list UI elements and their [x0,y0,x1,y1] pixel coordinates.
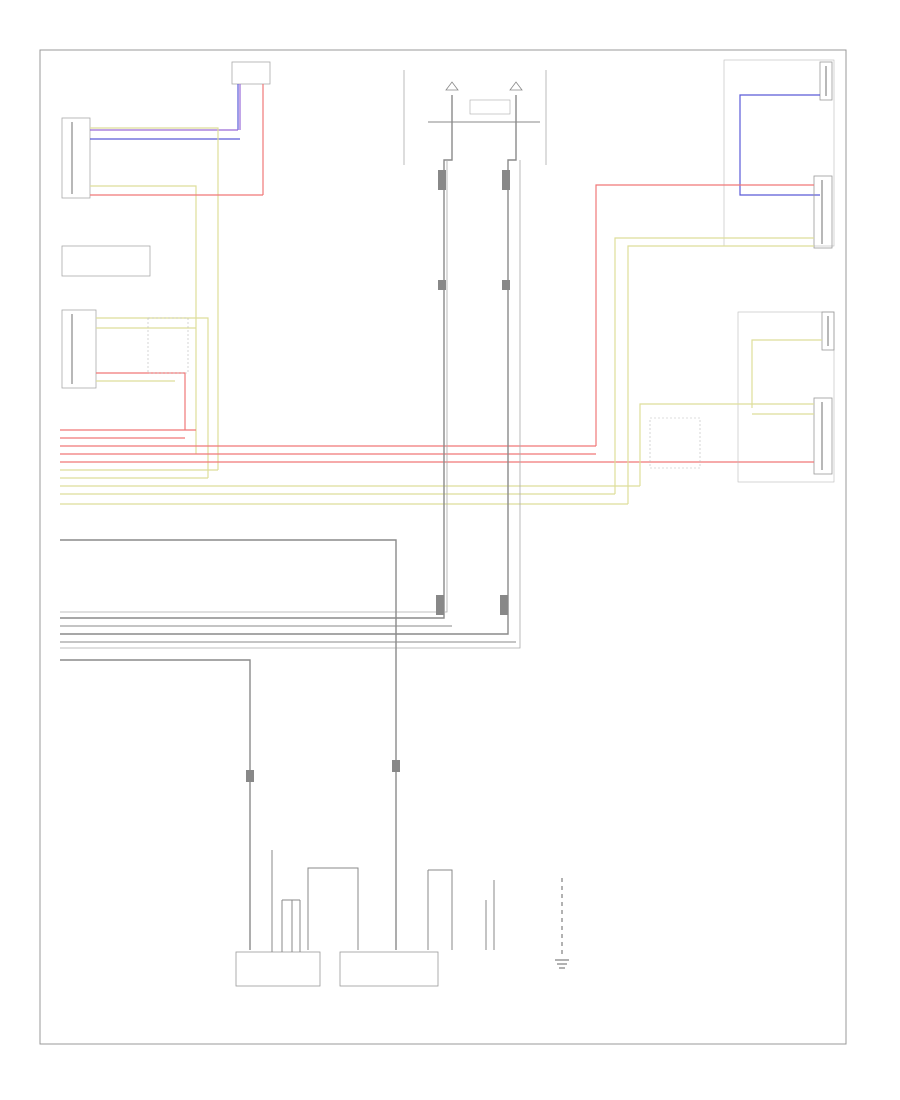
wire-red-lf [595,184,814,446]
left-front-speaker-component [813,175,833,249]
diagram-frame [39,49,847,1045]
bus-connectors [246,760,400,782]
wire-yellow-lf-2 [627,245,814,504]
right-front-speaker-component [61,117,91,199]
radio-module [307,867,439,987]
left-rear-speaker-component [813,397,833,475]
wire-yellow-lr-tweeter [751,339,822,408]
ground-icon [555,959,569,969]
antenna-left-icon [445,81,459,91]
right-rear-amp-box [147,317,189,374]
right-rear-tweeter-2-component [61,245,151,277]
front-antenna-unit [235,850,321,987]
wire-blue-lf-tweeter [739,94,820,196]
wire-yellow-lr-1 [639,403,814,486]
coax-right-2 [60,160,521,649]
coax-left-2 [60,160,448,613]
right-rear-speaker-component [61,309,97,389]
antenna-amp [428,869,495,950]
wire-yellow-rf-1 [90,127,219,470]
gray-bus-4 [60,659,251,950]
left-rear-amp-box [649,417,701,469]
antenna-section [403,70,547,165]
ground-point [555,878,569,969]
coax-connectors [436,170,510,615]
left-rear-tweeter-component [737,311,835,483]
right-rear-tweeter-component [231,61,271,85]
coax-right [60,95,517,635]
wire-yellow-rf-2 [90,185,197,454]
antenna-right-icon [509,81,523,91]
wire-yellow-lf [614,237,814,494]
left-harness-rows [60,429,760,505]
gray-bus-1 [60,539,397,950]
coax-left [60,95,453,619]
antenna-module-box [469,99,511,115]
wire-yellow-rr-1 [96,317,209,478]
